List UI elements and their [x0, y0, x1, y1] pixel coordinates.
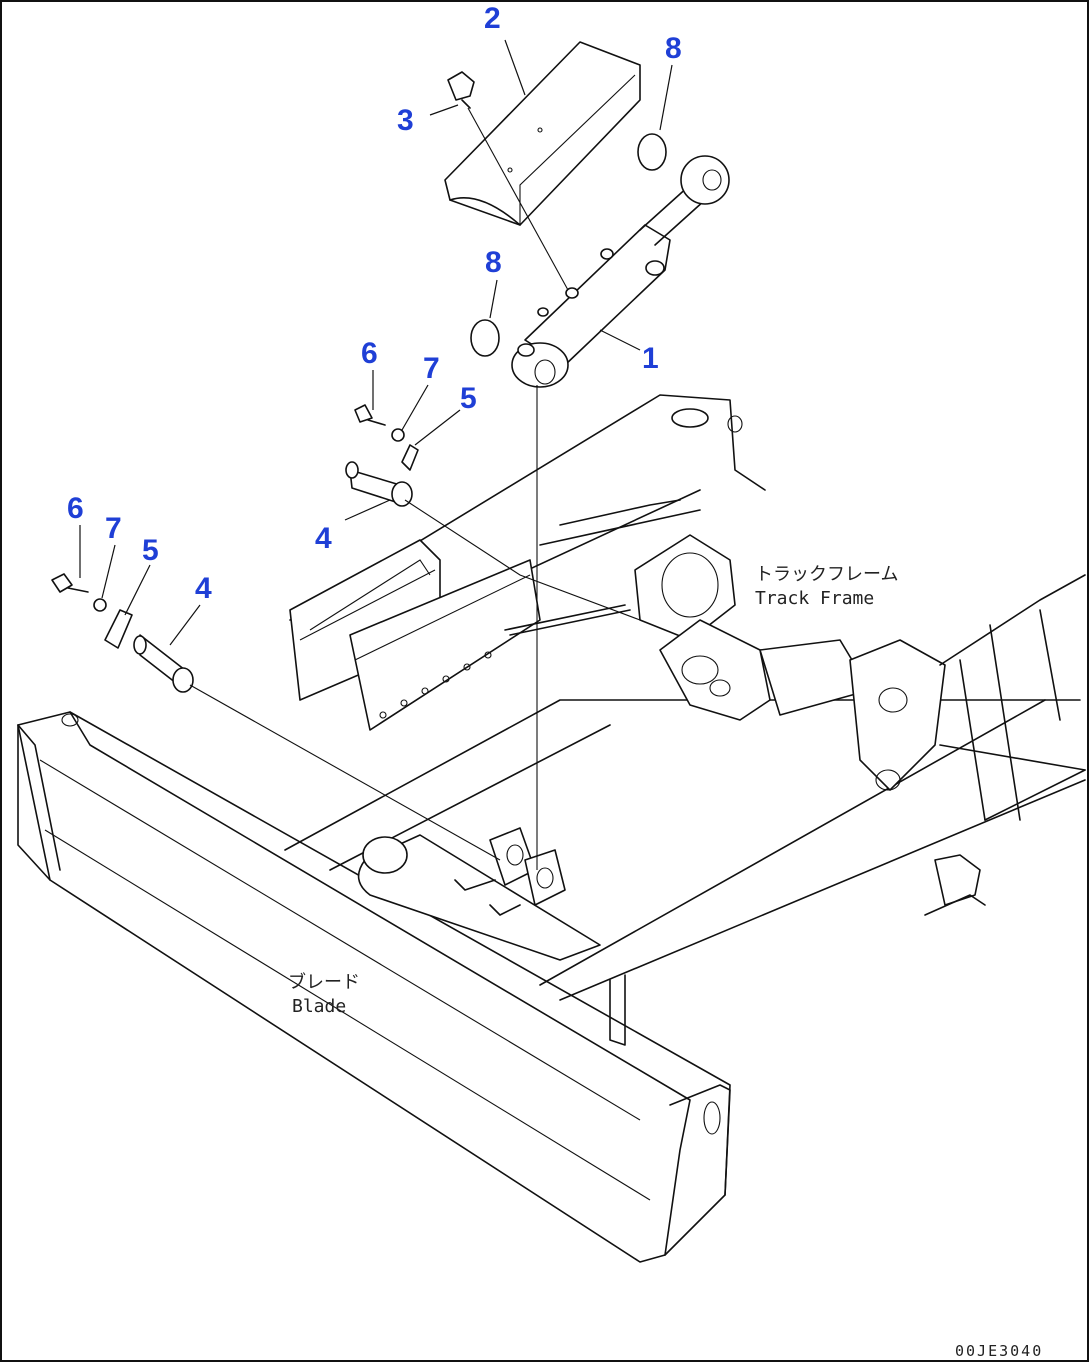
blade-label-en: Blade — [292, 996, 346, 1017]
callout-8b: 8 — [485, 246, 502, 279]
pin-set-lower — [51, 573, 501, 861]
callout-6b: 6 — [67, 492, 84, 525]
callout-5a: 5 — [460, 382, 477, 415]
track-frame — [289, 394, 1086, 916]
callout-leaders — [79, 39, 673, 646]
hydraulic-cylinder — [511, 155, 730, 388]
callout-5b: 5 — [142, 534, 159, 567]
drawing-code: 00JE3040 — [955, 1342, 1043, 1360]
callout-6a: 6 — [361, 337, 378, 370]
callout-3: 3 — [397, 104, 414, 137]
callout-7b: 7 — [105, 512, 122, 545]
callout-4a: 4 — [315, 522, 332, 555]
pin-set-upper — [345, 404, 641, 621]
callout-1: 1 — [642, 342, 659, 375]
track-frame-label-en: Track Frame — [755, 588, 874, 609]
bolt-3 — [447, 71, 569, 291]
track-frame-label-jp: トラックフレーム — [755, 564, 898, 585]
callout-4b: 4 — [195, 572, 212, 605]
callout-2: 2 — [484, 2, 501, 35]
callout-7a: 7 — [423, 352, 440, 385]
washer-8-upper — [637, 133, 667, 171]
blade-label-jp: ブレード — [288, 971, 360, 993]
callout-8a: 8 — [665, 32, 682, 65]
cylinder-cover — [444, 41, 641, 226]
blade-assembly — [17, 699, 1086, 1263]
washer-8-lower — [470, 319, 500, 357]
